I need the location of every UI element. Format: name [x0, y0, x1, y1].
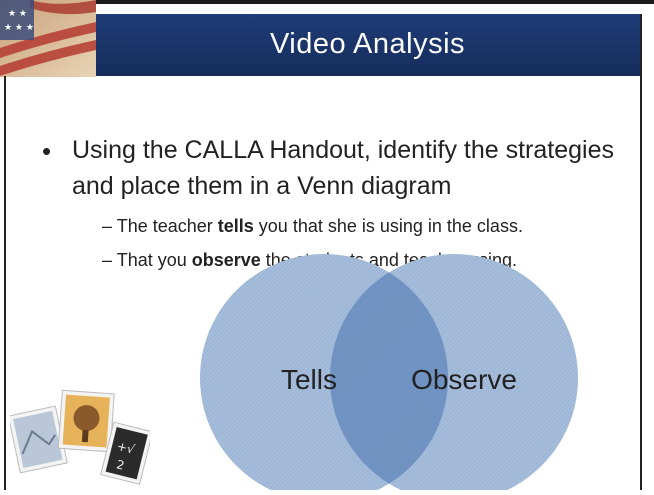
- venn-label-observe: Observe: [411, 364, 517, 395]
- sub-item-text-pre: The teacher: [116, 216, 218, 236]
- slide-title: Video Analysis: [269, 28, 466, 60]
- venn-overlap: [330, 254, 448, 490]
- sub-item-dash: –: [102, 250, 113, 270]
- bullet-text: Using the CALLA Handout, identify the st…: [72, 136, 614, 200]
- svg-text:★ ★: ★ ★: [8, 9, 27, 19]
- photo-collage-image: +√ 2: [7, 380, 154, 490]
- venn-label-tells: Tells: [281, 364, 337, 395]
- bullet-dot: •: [42, 136, 52, 166]
- sub-item-dash: –: [102, 216, 113, 236]
- sub-item-text-post: you that she is using in the class.: [253, 216, 523, 236]
- svg-text:2: 2: [115, 457, 126, 472]
- flag-image: ★ ★ ★ ★ ★: [0, 0, 96, 77]
- sub-item-tells: – The teacher tells you that she is usin…: [102, 216, 523, 237]
- sub-item-text-pre: That you: [116, 250, 192, 270]
- svg-text:+√: +√: [116, 439, 137, 457]
- frame-right-line: [640, 14, 642, 490]
- sub-item-bold: observe: [191, 250, 261, 270]
- svg-text:★ ★ ★: ★ ★ ★: [4, 23, 34, 33]
- frame-left-line: [4, 76, 6, 490]
- sub-item-bold: tells: [217, 216, 254, 236]
- title-bar: Video Analysis: [95, 14, 640, 76]
- top-border-line: [0, 0, 654, 4]
